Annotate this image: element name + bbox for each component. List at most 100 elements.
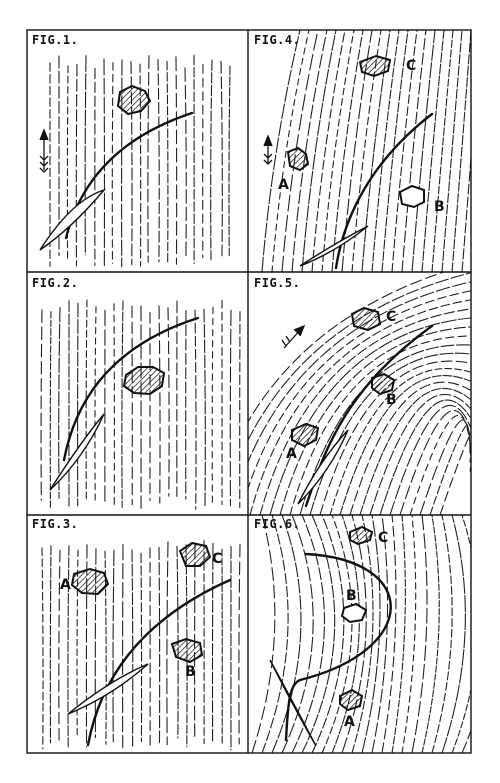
flow-streak: [141, 553, 142, 741]
object-label-a: A: [278, 177, 289, 193]
flow-streak: [392, 515, 405, 753]
flow-streak: [382, 515, 396, 753]
flow-streak: [300, 345, 470, 515]
flow-streak: [50, 312, 51, 508]
flow-streak: [42, 548, 43, 749]
lens-shape: [68, 664, 148, 714]
outline-object-b: [342, 604, 366, 622]
flow-streak: [230, 310, 231, 505]
object-label-c: C: [386, 309, 396, 325]
figure-4: FIG.4. C A B: [254, 33, 445, 268]
hatched-object: [124, 367, 164, 394]
flow-streak: [229, 66, 230, 255]
object-label-a: A: [344, 714, 355, 730]
flow-streak: [472, 30, 489, 272]
object-label-a: A: [286, 446, 297, 462]
hatched-object-c: [350, 527, 372, 544]
figure-4-label: FIG.4.: [254, 33, 300, 47]
streak-field-fig6: [252, 515, 500, 753]
trajectory-curve: [286, 554, 391, 740]
hatched-object-c: [352, 308, 380, 330]
hatched-object-c: [360, 56, 390, 76]
flow-streak: [432, 30, 453, 272]
flow-streak: [112, 63, 113, 264]
flow-streak: [302, 30, 336, 272]
flow-streak: [167, 542, 168, 745]
flow-streak: [76, 64, 77, 265]
flow-streak: [204, 309, 205, 508]
hatched-object-a: [288, 148, 308, 170]
object-label-c: C: [406, 58, 416, 74]
flow-streak: [432, 515, 452, 753]
hatched-object: [118, 86, 150, 114]
flow-streak: [41, 310, 42, 500]
flow-streak: [212, 307, 213, 505]
flow-streak: [122, 301, 123, 507]
flow-streak: [422, 515, 439, 753]
flow-streak: [176, 57, 177, 264]
flow-streak: [422, 30, 444, 272]
flow-streak: [221, 61, 222, 255]
flow-streak: [167, 61, 168, 262]
hatched-object-a: [72, 569, 108, 594]
flow-streak: [95, 307, 96, 505]
flow-streak: [312, 30, 345, 272]
lens-shape: [270, 660, 316, 746]
flow-streak: [148, 56, 149, 263]
flow-streak: [442, 515, 465, 753]
figure-3: FIG.3. A C B: [32, 517, 230, 745]
flow-streak: [211, 60, 212, 260]
streak-field-fig5: [210, 264, 476, 515]
flow-streak: [482, 515, 500, 753]
figure-1-label: FIG.1.: [32, 33, 78, 47]
flow-streak: [159, 547, 160, 742]
flow-streak: [159, 306, 160, 503]
flow-streak: [462, 515, 491, 753]
object-label-b: B: [346, 588, 357, 604]
flow-streak: [262, 515, 288, 753]
object-label-b: B: [185, 664, 196, 680]
flow-streak: [50, 546, 51, 743]
flow-streak: [442, 30, 462, 272]
hatched-object-b: [172, 639, 202, 662]
arrow-icon: [40, 130, 48, 172]
figure-5-label: FIG.5.: [254, 276, 300, 290]
flow-streak: [239, 544, 240, 744]
flow-streak: [252, 515, 275, 753]
flow-streak: [68, 546, 69, 747]
flow-streak: [185, 68, 186, 256]
object-label-b: B: [434, 199, 445, 215]
figure-2: FIG.2.: [32, 276, 198, 490]
flow-streak: [158, 60, 159, 262]
hatched-object-a: [292, 424, 318, 446]
object-label-c: C: [212, 551, 222, 567]
streak-field-fig3: [42, 541, 240, 750]
object-label-a: A: [60, 577, 71, 593]
flow-streak: [212, 543, 213, 742]
figure-6-label: FIG.6.: [254, 517, 300, 531]
object-label-b: B: [386, 392, 397, 408]
streak-field-fig1: [50, 55, 230, 267]
flow-streak: [332, 30, 363, 272]
lens-shape: [50, 414, 104, 490]
flow-streak: [85, 56, 86, 255]
outline-object-b: [400, 186, 424, 207]
flow-streak: [472, 515, 500, 753]
flow-streak: [330, 369, 470, 515]
flow-streak: [380, 400, 470, 515]
flow-streak: [452, 30, 471, 272]
flow-streak: [350, 382, 470, 515]
hatched-object-c: [180, 543, 210, 566]
flow-streak: [113, 550, 114, 742]
figure-2-label: FIG.2.: [32, 276, 78, 290]
flow-streak: [168, 308, 169, 497]
flow-streak: [362, 515, 380, 753]
flow-streak: [59, 308, 60, 499]
figure-3-label: FIG.3.: [32, 517, 78, 531]
streak-field-fig2: [41, 300, 240, 509]
flow-streak: [195, 310, 196, 509]
flow-streak: [402, 515, 416, 753]
object-label-c: C: [378, 530, 388, 546]
arrow-icon: [264, 136, 272, 164]
